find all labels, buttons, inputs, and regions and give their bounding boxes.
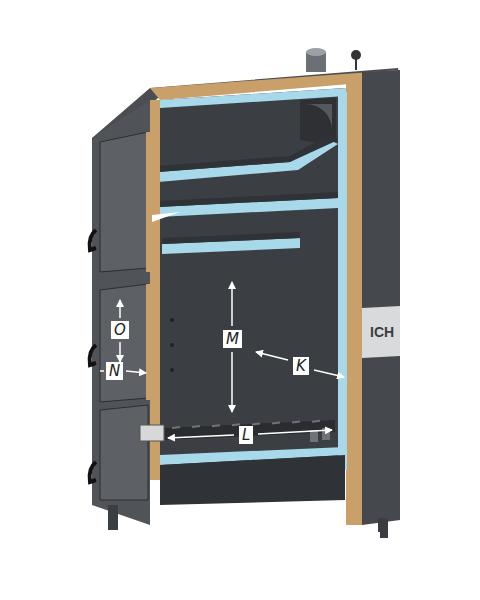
dimension-label: K [293, 357, 309, 375]
dimension-label: L [239, 426, 253, 444]
dimension-label: O [111, 321, 129, 339]
dimension-label: N [106, 362, 123, 380]
grate-bar [312, 421, 320, 422]
grate-bar [252, 423, 260, 424]
grate-bar [212, 425, 220, 426]
grate-bar [272, 423, 280, 424]
dimension-label: M [223, 330, 242, 348]
brand-name: ICH [369, 324, 395, 340]
grate-bar [292, 422, 300, 423]
grate-bar [192, 426, 200, 427]
grate-bar [172, 427, 180, 428]
